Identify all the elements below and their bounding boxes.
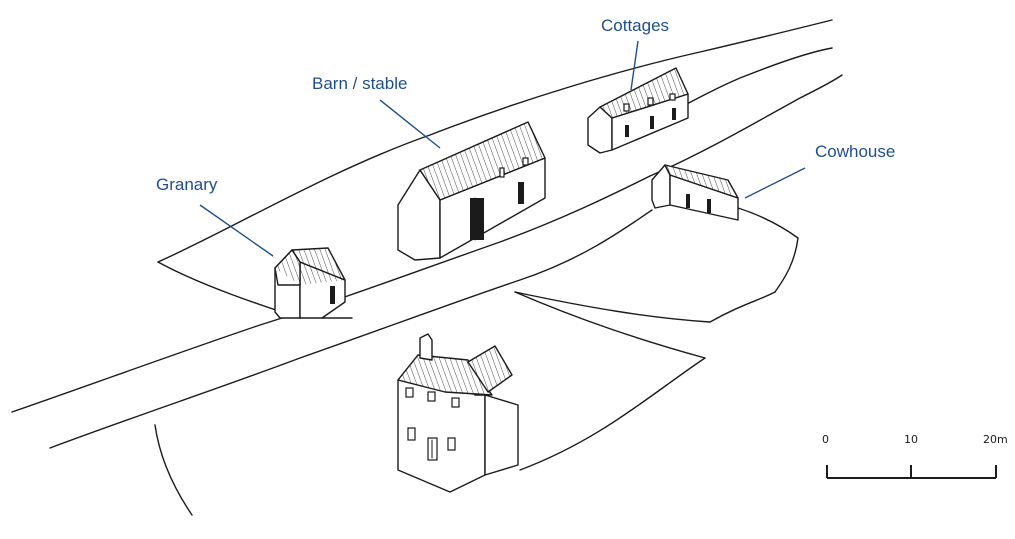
scale-bar xyxy=(827,465,996,478)
label-cowhouse: Cowhouse xyxy=(815,142,895,162)
scale-tick-10: 10 xyxy=(904,433,918,446)
cowhouse-building xyxy=(652,165,738,220)
cottages-building xyxy=(588,68,688,153)
barn-building xyxy=(398,122,545,260)
label-granary: Granary xyxy=(156,175,217,195)
label-cottages: Cottages xyxy=(601,16,669,36)
granary-building xyxy=(275,248,352,318)
scale-tick-0: 0 xyxy=(822,433,829,446)
scale-tick-20m: 20m xyxy=(983,433,1008,446)
label-barn-stable: Barn / stable xyxy=(312,74,407,94)
farmhouse-building xyxy=(398,334,518,492)
